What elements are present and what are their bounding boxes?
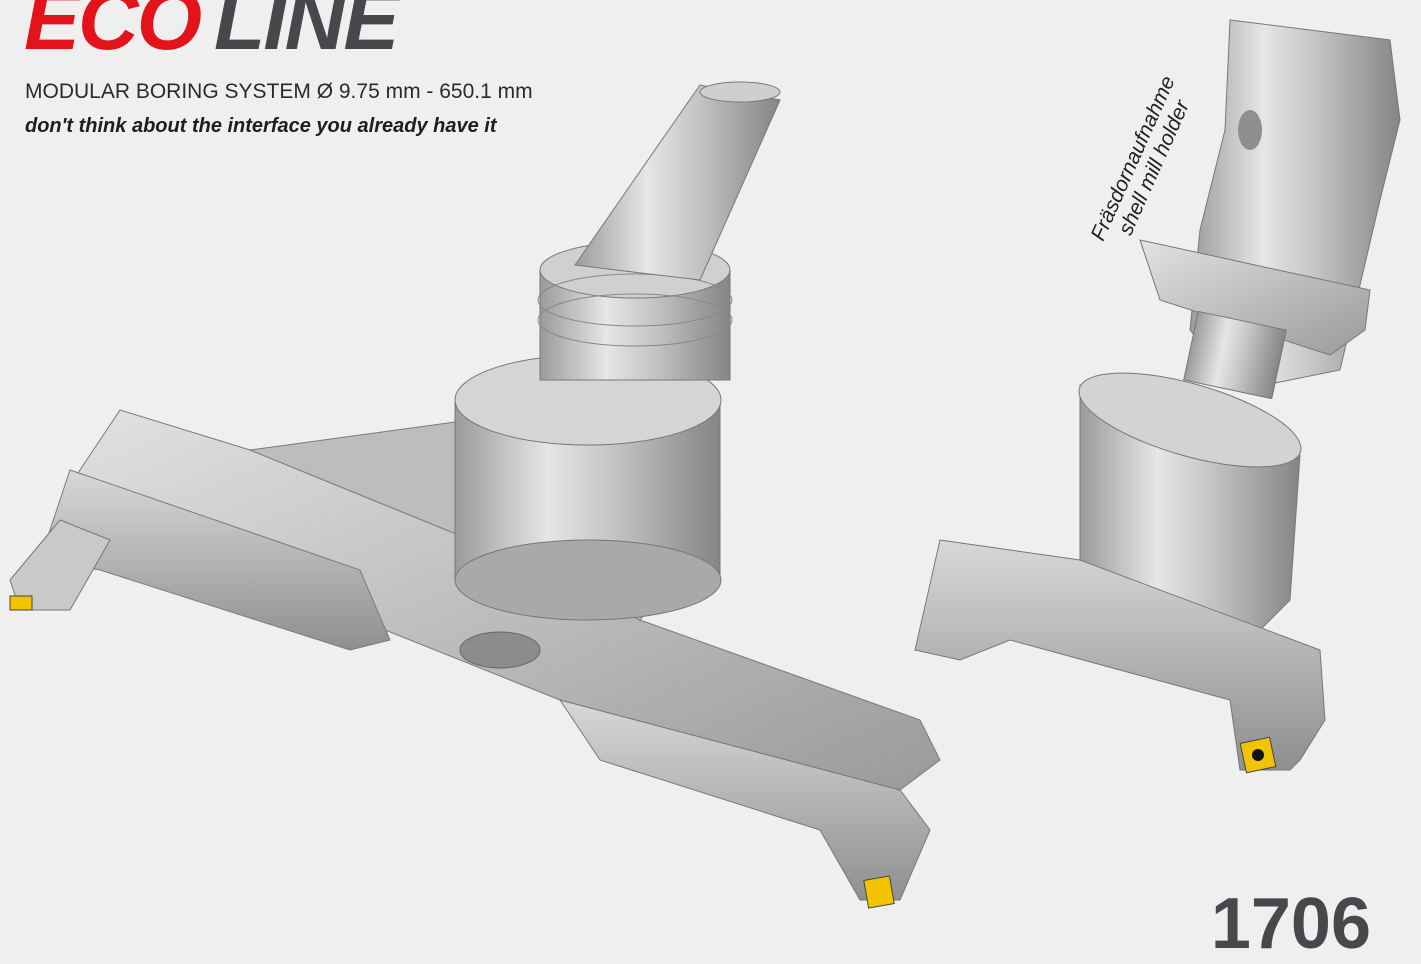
subtitle: MODULAR BORING SYSTEM Ø 9.75 mm - 650.1 … [25, 80, 533, 103]
boring-head-image [914, 372, 1326, 774]
product-illustration [9, 19, 1401, 909]
insert-left [9, 595, 33, 611]
brand-eco: ECO [24, 0, 202, 67]
shell-mill-holder-image [1139, 19, 1401, 400]
tagline: don't think about the interface you alre… [25, 115, 497, 137]
main-tool-image [9, 81, 941, 909]
page-number: 1706 [1210, 884, 1371, 964]
brand-line: LINE [214, 0, 399, 67]
insert-right [863, 875, 895, 909]
